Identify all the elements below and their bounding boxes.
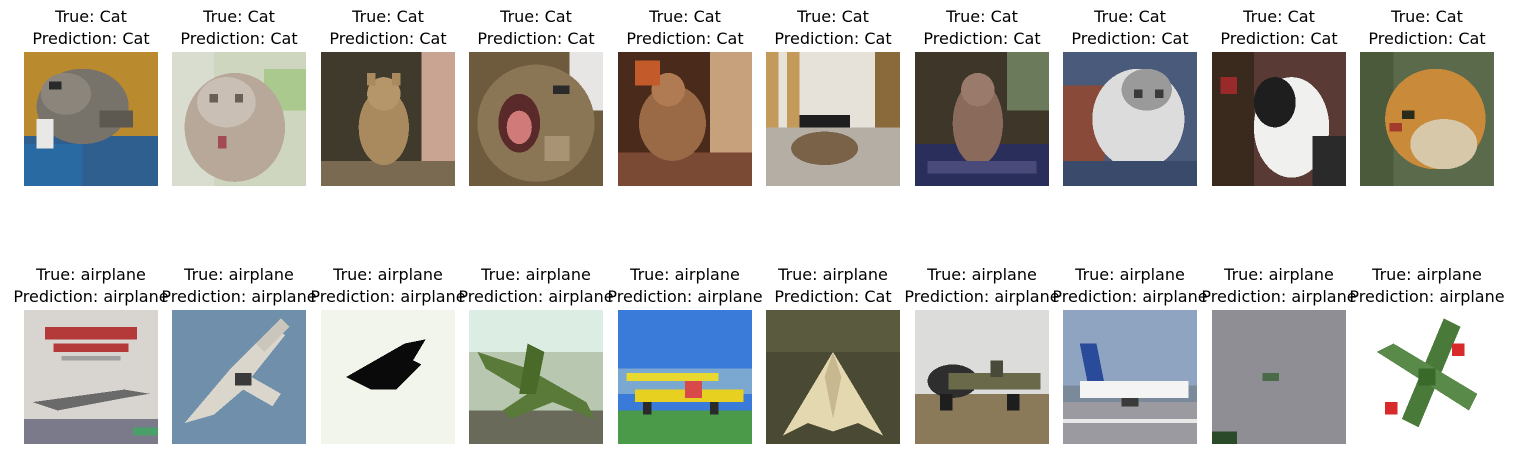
sample-image xyxy=(1063,310,1197,444)
sample-image xyxy=(172,52,306,186)
true-label: True: airplane xyxy=(1075,265,1185,284)
true-label: True: Cat xyxy=(500,7,572,26)
prediction-label: Prediction: Cat xyxy=(477,28,595,48)
prediction-label: Prediction: Cat xyxy=(1071,28,1189,48)
sample-image xyxy=(766,52,900,186)
prediction-label: Prediction: Cat xyxy=(774,28,892,48)
prediction-label: Prediction: Cat xyxy=(180,28,298,48)
sample-image xyxy=(172,310,306,444)
true-label: True: Cat xyxy=(1094,7,1166,26)
prediction-label: Prediction: Cat xyxy=(923,28,1041,48)
true-label: True: Cat xyxy=(55,7,127,26)
sample-image xyxy=(24,52,158,186)
true-label: True: airplane xyxy=(778,265,888,284)
true-label: True: airplane xyxy=(333,265,443,284)
sample-image xyxy=(469,310,603,444)
true-label: True: airplane xyxy=(1372,265,1482,284)
sample-image xyxy=(469,52,603,186)
sample-image xyxy=(321,310,455,444)
sample-image xyxy=(1063,52,1197,186)
true-label: True: airplane xyxy=(184,265,294,284)
prediction-label: Prediction: airplane xyxy=(1349,286,1505,306)
sample-image xyxy=(1212,52,1346,186)
sample-image xyxy=(24,310,158,444)
true-label: True: Cat xyxy=(649,7,721,26)
prediction-label: Prediction: airplane xyxy=(310,286,466,306)
prediction-label: Prediction: airplane xyxy=(458,286,614,306)
prediction-label: Prediction: Cat xyxy=(774,286,892,306)
prediction-label: Prediction: airplane xyxy=(1052,286,1208,306)
sample-image xyxy=(321,52,455,186)
prediction-label: Prediction: Cat xyxy=(32,28,150,48)
sample-image xyxy=(1212,310,1346,444)
true-label: True: Cat xyxy=(1243,7,1315,26)
sample-image xyxy=(1360,310,1494,444)
prediction-label: Prediction: airplane xyxy=(1201,286,1357,306)
true-label: True: Cat xyxy=(797,7,869,26)
sample-image xyxy=(915,52,1049,186)
true-label: True: airplane xyxy=(927,265,1037,284)
sample-image xyxy=(1360,52,1494,186)
prediction-label: Prediction: Cat xyxy=(626,28,744,48)
true-label: True: airplane xyxy=(481,265,591,284)
prediction-label: Prediction: Cat xyxy=(329,28,447,48)
true-label: True: airplane xyxy=(36,265,146,284)
prediction-label: Prediction: airplane xyxy=(161,286,317,306)
sample-image xyxy=(766,310,900,444)
prediction-label: Prediction: Cat xyxy=(1220,28,1338,48)
sample-image xyxy=(915,310,1049,444)
true-label: True: airplane xyxy=(630,265,740,284)
prediction-label: Prediction: airplane xyxy=(904,286,1060,306)
true-label: True: Cat xyxy=(203,7,275,26)
true-label: True: airplane xyxy=(1224,265,1334,284)
prediction-label: Prediction: Cat xyxy=(1368,28,1486,48)
true-label: True: Cat xyxy=(1391,7,1463,26)
sample-image xyxy=(618,52,752,186)
true-label: True: Cat xyxy=(946,7,1018,26)
prediction-label: Prediction: airplane xyxy=(13,286,169,306)
prediction-label: Prediction: airplane xyxy=(607,286,763,306)
true-label: True: Cat xyxy=(352,7,424,26)
sample-image xyxy=(618,310,752,444)
